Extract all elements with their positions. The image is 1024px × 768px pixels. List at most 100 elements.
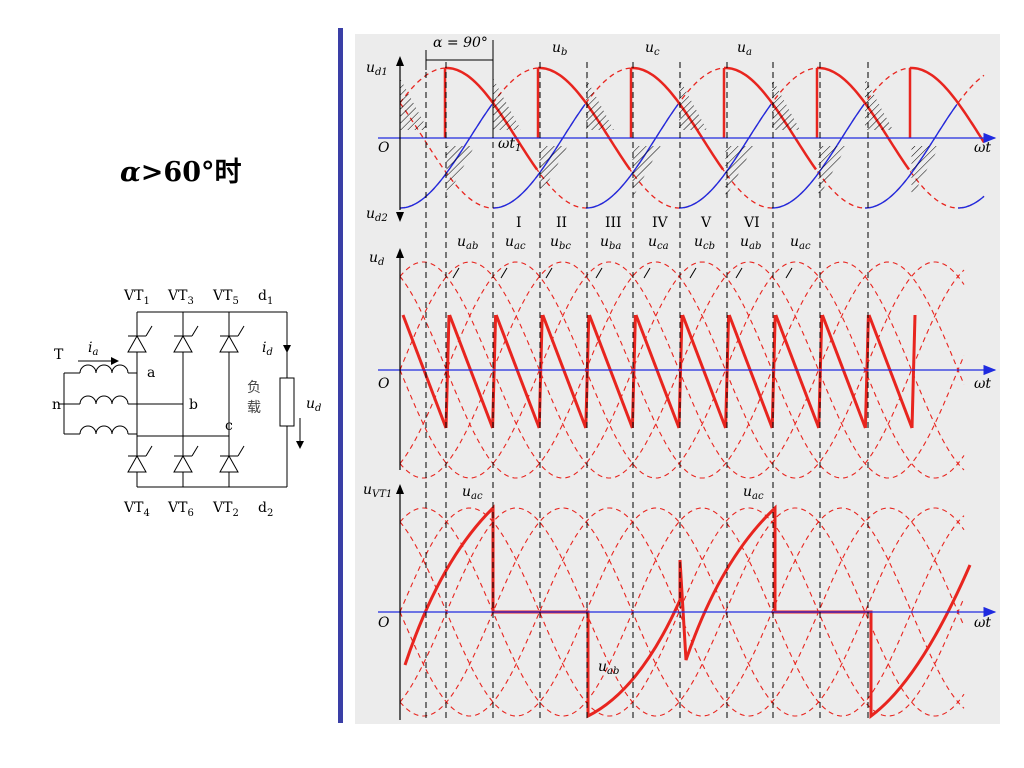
thyristor-vt1 bbox=[127, 325, 153, 353]
alpha-label: α = 90° bbox=[433, 35, 488, 51]
upper-envelope-1 bbox=[538, 66, 632, 171]
phase-label-uc: uc bbox=[645, 40, 660, 58]
plot1-xlabel: ωt bbox=[974, 140, 991, 156]
ud-jump-0 bbox=[444, 314, 451, 429]
ud-segment-5 bbox=[634, 314, 681, 429]
line-label-ba: uba bbox=[600, 234, 621, 252]
phase-interval-I: I bbox=[516, 215, 522, 231]
label-transformer: T bbox=[54, 347, 64, 363]
winding-a bbox=[79, 364, 129, 374]
ud-segment-4 bbox=[587, 314, 634, 429]
line-label-pointer-3 bbox=[595, 267, 603, 279]
line-label-pointer-4 bbox=[643, 267, 651, 279]
phase-interval-II: II bbox=[556, 215, 567, 231]
condition-heading: α>60°时 bbox=[120, 150, 241, 189]
vt-line-voltage-3 bbox=[399, 507, 965, 717]
load-text-1: 负 bbox=[247, 380, 261, 396]
ud-segment-9 bbox=[820, 314, 867, 429]
plot2-ylabel: ud bbox=[369, 250, 384, 268]
hatch-area-5 bbox=[632, 146, 661, 198]
label-d1: d1 bbox=[258, 288, 273, 307]
ud-jump-10 bbox=[910, 314, 917, 429]
label-ia: ia bbox=[88, 340, 98, 358]
line-label-pointer-6 bbox=[735, 267, 743, 279]
plot1-t1: ωt1 bbox=[498, 136, 521, 154]
thyristor-vt3 bbox=[173, 325, 199, 353]
divider-bar bbox=[338, 28, 343, 723]
plot2-origin: O bbox=[378, 376, 390, 392]
hatch-area-6 bbox=[679, 78, 707, 130]
bridge-circuit-diagram: VT1 VT3 VT5 d1 VT4 VT6 VT2 d2 T n ia id … bbox=[52, 288, 321, 519]
line-label-pointer-2 bbox=[545, 267, 553, 279]
ud-jump-6 bbox=[724, 314, 731, 429]
upper-envelope-5 bbox=[910, 66, 986, 143]
ud-jump-7 bbox=[770, 314, 777, 429]
thyristor-vt4 bbox=[127, 445, 153, 473]
lower-envelope-2 bbox=[585, 103, 679, 209]
label-id: id bbox=[262, 340, 273, 358]
line-label-pointer-1 bbox=[500, 267, 508, 279]
alpha-symbol: α bbox=[120, 157, 141, 188]
load-text-2: 载 bbox=[247, 400, 261, 416]
plot1-ylabel: ud1 bbox=[366, 60, 388, 78]
uvt1-trace bbox=[403, 504, 972, 719]
ud-segment-0 bbox=[401, 314, 448, 429]
vt-line-voltage-5 bbox=[399, 507, 965, 717]
line-voltage-2 bbox=[399, 261, 965, 479]
plot1-y2label: ud2 bbox=[366, 206, 388, 224]
condition-text: >60°时 bbox=[140, 157, 242, 188]
label-vt3: VT3 bbox=[167, 288, 194, 307]
thyristor-vt2 bbox=[219, 445, 245, 473]
hatch-area-9 bbox=[818, 146, 847, 198]
phase-label-ub: ub bbox=[552, 40, 567, 58]
ud-jump-1 bbox=[491, 314, 498, 429]
label-vt2: VT2 bbox=[212, 500, 239, 519]
plot1-y-arrow-up bbox=[396, 56, 404, 66]
vt-line-voltage-4 bbox=[399, 507, 965, 717]
plot1-origin: O bbox=[378, 140, 390, 156]
line-voltage-5 bbox=[399, 261, 965, 479]
lower-envelope-1 bbox=[492, 103, 586, 209]
ud-segment-2 bbox=[494, 314, 541, 429]
lower-envelope-6 bbox=[957, 195, 985, 209]
plot3-origin: O bbox=[378, 615, 390, 631]
plot3-annot-uac-1: uac bbox=[462, 484, 483, 502]
thyristor-vt6 bbox=[173, 445, 199, 473]
plot3-ylabel: uVT1 bbox=[363, 482, 392, 500]
hatch-area-10 bbox=[865, 78, 893, 130]
plot2-y-arrow bbox=[396, 248, 404, 258]
line-label-ca: uca bbox=[648, 234, 669, 252]
ud-segment-8 bbox=[774, 314, 821, 429]
line-label-cb: ucb bbox=[694, 234, 715, 252]
plot1-y-arrow-down bbox=[396, 212, 404, 222]
ud-jump-4 bbox=[630, 314, 637, 429]
hatch-area-0 bbox=[400, 78, 428, 130]
plot2-xlabel: ωt bbox=[974, 376, 991, 392]
ud-segment-7 bbox=[727, 314, 774, 429]
phase-interval-IV: IV bbox=[652, 215, 669, 231]
line-label-pointer-5 bbox=[689, 267, 697, 279]
line-label-bc: ubc bbox=[550, 234, 571, 252]
plot3-annot-uac-2: uac bbox=[743, 484, 764, 502]
line-label-ac: uac bbox=[505, 234, 526, 252]
label-vt6: VT6 bbox=[167, 500, 194, 519]
ud-jump-5 bbox=[677, 314, 684, 429]
ud-jump-8 bbox=[817, 314, 824, 429]
ud-segment-3 bbox=[541, 314, 588, 429]
hatch-area-1 bbox=[446, 146, 475, 198]
ud-jump-9 bbox=[863, 314, 870, 429]
lower-envelope-4 bbox=[771, 103, 865, 209]
lower-envelope-5 bbox=[864, 103, 958, 209]
line-label-ab: uab bbox=[740, 234, 761, 252]
ud-segment-10 bbox=[867, 314, 914, 429]
plot3-annot-uab: uab bbox=[598, 659, 619, 677]
upper-envelope-2 bbox=[631, 66, 725, 171]
label-vt4: VT4 bbox=[123, 500, 150, 519]
ud-segment-6 bbox=[681, 314, 728, 429]
hatch-area-7 bbox=[725, 146, 754, 198]
phase-label-ua: ua bbox=[737, 40, 752, 58]
line-label-pointer-7 bbox=[785, 267, 793, 279]
thyristor-vt5 bbox=[219, 325, 245, 353]
line-label-pointer-0 bbox=[452, 267, 460, 279]
